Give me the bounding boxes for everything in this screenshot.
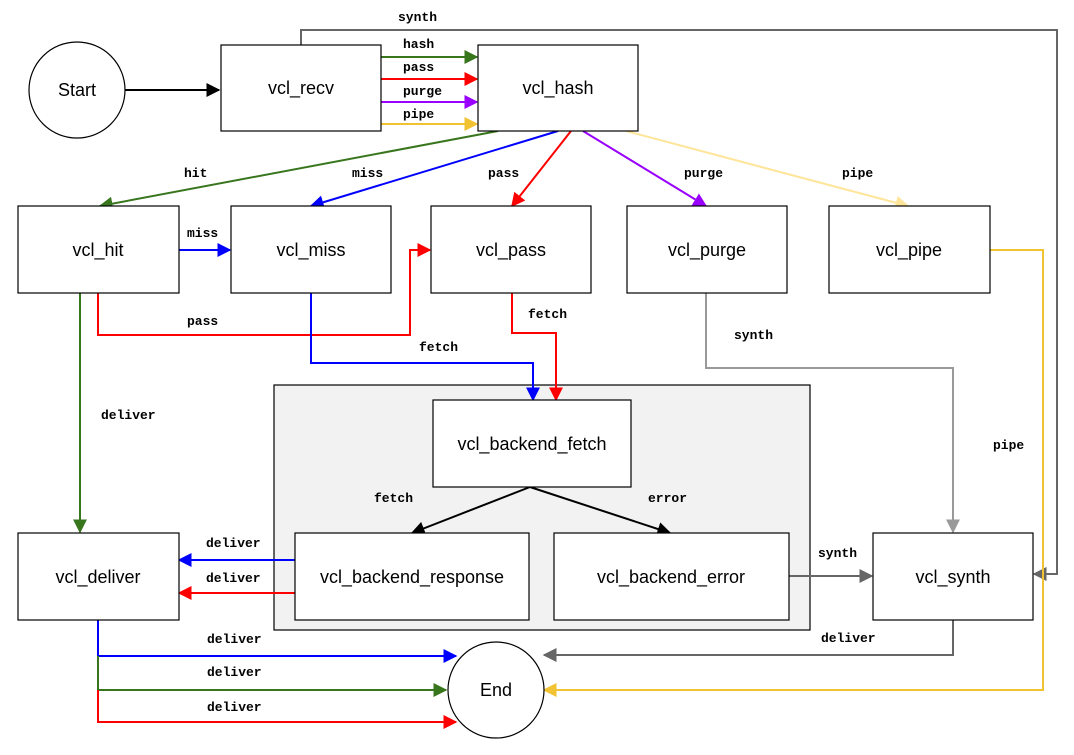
edge-label-hash-hit: hit xyxy=(184,166,207,181)
node-start: Start xyxy=(28,41,126,139)
node-vcl-backend-response: vcl_backend_response xyxy=(294,532,530,621)
edge-label-deliver-end-red: deliver xyxy=(207,700,262,715)
edge-label-recv-hash-pipe: pipe xyxy=(403,107,434,122)
edge-miss-fetch xyxy=(310,293,540,402)
edge-label-recv-hash-pass: pass xyxy=(403,60,434,75)
edge-hash-purge xyxy=(582,130,708,207)
edge-label-hash-pass: pass xyxy=(488,166,519,181)
node-start-label: Start xyxy=(58,80,96,100)
edge-label-synth-end: deliver xyxy=(821,631,876,646)
edge-hash-pass xyxy=(511,130,572,208)
edge-hash-pipe xyxy=(625,130,910,210)
node-vcl-deliver: vcl_deliver xyxy=(17,532,180,621)
node-vcl-hash-label: vcl_hash xyxy=(522,78,593,99)
edge-recv-synth xyxy=(300,29,1058,581)
node-vcl-miss: vcl_miss xyxy=(230,205,392,294)
edge-synth-end xyxy=(542,620,954,662)
node-vcl-deliver-label: vcl_deliver xyxy=(55,567,140,588)
edge-label-bfetch-bresp: fetch xyxy=(374,491,413,506)
edge-label-bfetch-berr: error xyxy=(648,491,687,506)
node-end-label: End xyxy=(480,680,512,700)
edge-label-pass-fetch: fetch xyxy=(528,307,567,322)
node-vcl-synth: vcl_synth xyxy=(872,532,1034,621)
edge-purge-synth xyxy=(705,293,960,534)
edge-label-deliver-end-green: deliver xyxy=(207,665,262,680)
edge-label-hash-miss: miss xyxy=(352,166,383,181)
node-vcl-hash: vcl_hash xyxy=(477,44,639,132)
node-vcl-recv-label: vcl_recv xyxy=(268,78,334,99)
edge-label-purge-synth: synth xyxy=(734,328,773,343)
edge-label-hit-miss: miss xyxy=(187,226,218,241)
edge-pipe-end xyxy=(542,249,1044,697)
edge-bfetch-berr xyxy=(529,486,672,536)
edge-hash-hit xyxy=(98,130,499,211)
node-vcl-backend-fetch-label: vcl_backend_fetch xyxy=(457,434,606,455)
node-vcl-hit-label: vcl_hit xyxy=(72,240,123,261)
edge-label-pipe-end: pipe xyxy=(993,438,1024,453)
edge-hit-pass xyxy=(97,243,432,336)
edge-label-bresp-deliver-red: deliver xyxy=(206,571,261,586)
node-vcl-pipe: vcl_pipe xyxy=(828,205,991,294)
edge-label-hit-deliver: deliver xyxy=(101,408,156,423)
edge-label-recv-synth: synth xyxy=(398,10,437,25)
edge-label-hash-purge: purge xyxy=(684,166,723,181)
edge-label-deliver-end-blue: deliver xyxy=(207,632,262,647)
edge-label-hit-pass: pass xyxy=(187,314,218,329)
edge-label-miss-fetch: fetch xyxy=(419,340,458,355)
edge-label-berr-synth: synth xyxy=(818,546,857,561)
node-vcl-backend-fetch: vcl_backend_fetch xyxy=(432,399,632,488)
node-vcl-miss-label: vcl_miss xyxy=(276,240,345,261)
edge-label-hash-pipe: pipe xyxy=(842,166,873,181)
node-vcl-purge: vcl_purge xyxy=(626,205,788,294)
node-vcl-hit: vcl_hit xyxy=(17,205,180,294)
edge-pass-fetch xyxy=(511,293,563,402)
node-vcl-backend-error: vcl_backend_error xyxy=(553,532,790,621)
edge-label-recv-hash-purge: purge xyxy=(403,84,442,99)
node-vcl-purge-label: vcl_purge xyxy=(668,240,746,261)
node-vcl-pipe-label: vcl_pipe xyxy=(876,240,942,261)
node-vcl-backend-error-label: vcl_backend_error xyxy=(597,567,745,588)
edge-deliver-end-red xyxy=(97,690,458,729)
edge-deliver-end-green xyxy=(97,656,448,697)
node-vcl-recv: vcl_recv xyxy=(220,44,382,132)
edge-label-bresp-deliver-blue: deliver xyxy=(206,536,261,551)
edge-hash-miss xyxy=(309,130,559,210)
node-vcl-backend-response-label: vcl_backend_response xyxy=(320,567,504,588)
edge-label-recv-hash-hash: hash xyxy=(403,37,434,52)
node-end: End xyxy=(447,641,545,739)
node-vcl-pass-label: vcl_pass xyxy=(476,240,546,261)
node-vcl-pass: vcl_pass xyxy=(430,205,592,294)
node-vcl-synth-label: vcl_synth xyxy=(915,567,990,588)
edge-bfetch-bresp xyxy=(410,486,531,535)
